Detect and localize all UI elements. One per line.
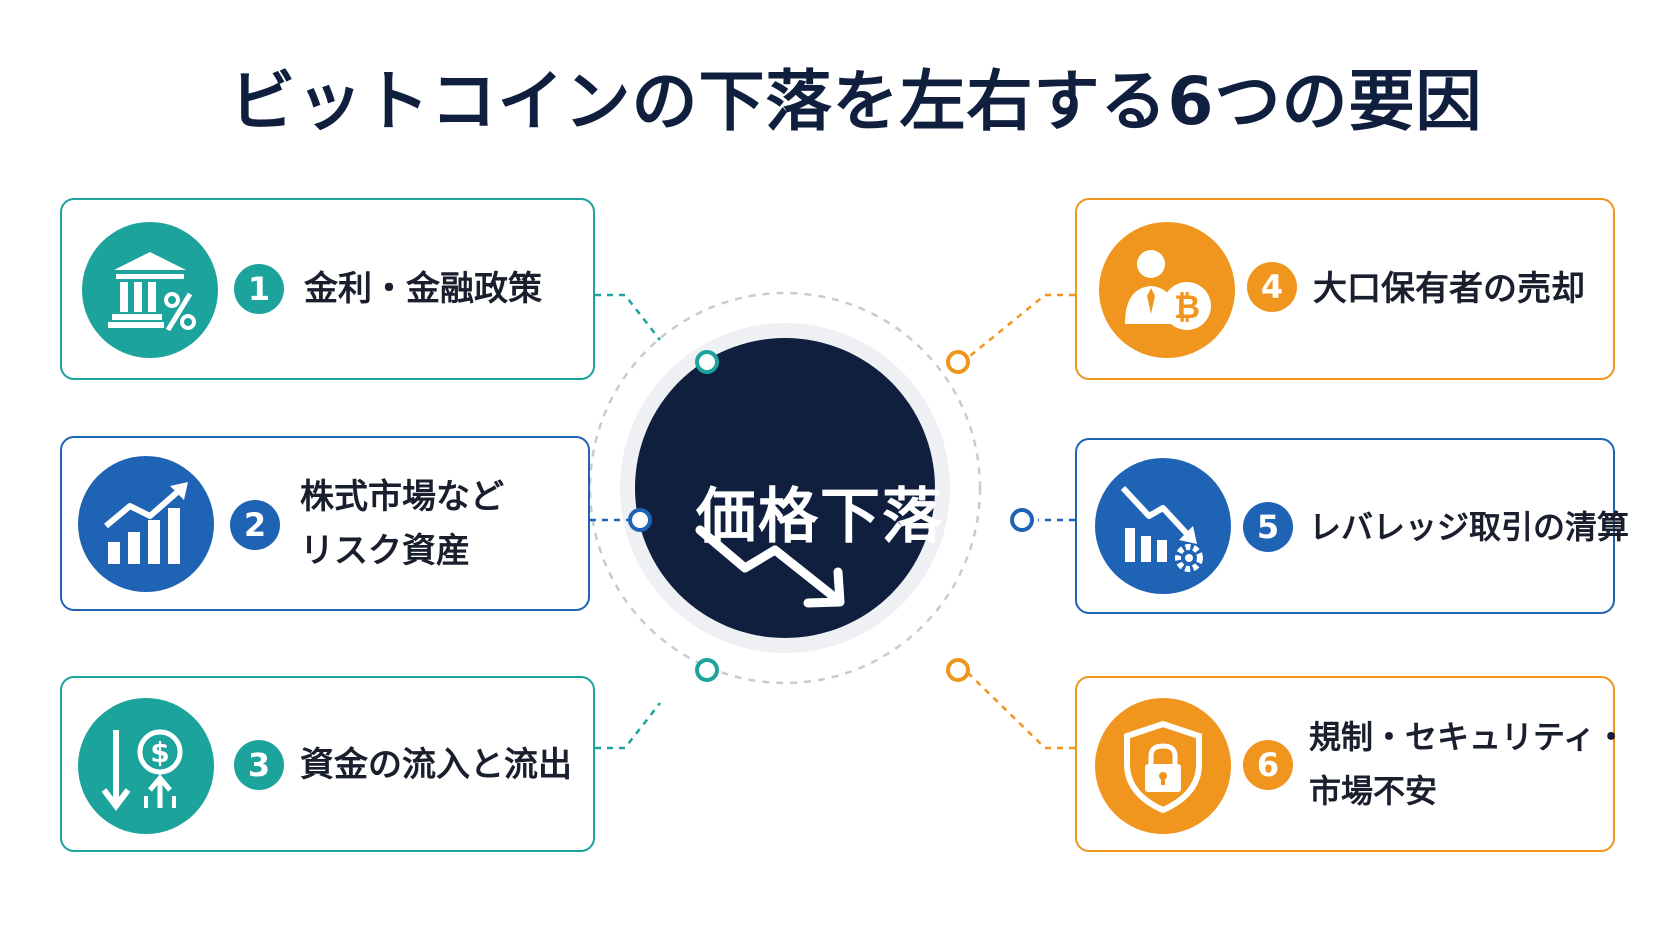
node-2 [628, 508, 652, 532]
factor-label-2-line-1: 株式市場など [300, 477, 504, 517]
factor-number-1: 1 [234, 264, 284, 314]
factor-number-2: 2 [230, 500, 280, 550]
node-1 [695, 350, 719, 374]
factor-number-5: 5 [1243, 502, 1293, 552]
factor-card-4: ₿ 4 大口保有者の売却 [1075, 198, 1615, 380]
node-5 [1010, 508, 1034, 532]
factor-label-1-line-1: 金利・金融政策 [304, 269, 542, 309]
center-circle [635, 338, 935, 638]
factor-card-6: 6 規制・セキュリティ・ 市場不安 [1075, 676, 1627, 852]
down-trend-arrow-icon [695, 525, 845, 608]
factor-card-2: 2 株式市場など リスク資産 [60, 436, 590, 611]
center-label: 価格下落 [696, 482, 944, 552]
connector-4 [964, 293, 1075, 361]
connector-1 [595, 293, 661, 341]
factor-label-5: レバレッジ取引の清算 [1309, 500, 1629, 554]
factor-card-1: 1 金利・金融政策 [60, 198, 595, 380]
connector-6 [964, 669, 1075, 750]
factor-label-6-line-1: 規制・セキュリティ・ [1309, 718, 1628, 756]
shield-lock-icon [1095, 698, 1231, 834]
money-flow-icon: $ [78, 698, 214, 834]
node-6 [946, 658, 970, 682]
page-title: ビットコインの下落を左右する6つの要因 [229, 63, 1483, 140]
declining-chart-gear-icon [1095, 458, 1231, 594]
factor-label-2-line-2: リスク資産 [300, 531, 470, 571]
growth-chart-icon [78, 456, 214, 592]
factor-label-1: 金利・金融政策 [304, 262, 542, 316]
factor-label-4: 大口保有者の売却 [1313, 262, 1585, 316]
factor-card-5: 5 レバレッジ取引の清算 [1075, 438, 1629, 614]
factor-number-3: 3 [234, 740, 284, 790]
factor-label-6-line-2: 市場不安 [1309, 772, 1438, 810]
bank-percent-icon [82, 222, 218, 358]
svg-text:$: $ [150, 736, 169, 769]
factor-label-2: 株式市場など リスク資産 [300, 470, 504, 578]
factor-card-3: $ 3 資金の流入と流出 [60, 676, 595, 852]
outer-dashed-ring [588, 291, 982, 685]
factor-label-3-line-1: 資金の流入と流出 [300, 745, 572, 785]
factor-label-5-line-1: レバレッジ取引の清算 [1309, 508, 1630, 546]
factor-number-4: 4 [1247, 262, 1297, 312]
factor-label-3: 資金の流入と流出 [300, 738, 572, 792]
factor-label-6: 規制・セキュリティ・ 市場不安 [1309, 710, 1627, 818]
node-3 [695, 658, 719, 682]
whale-holder-bitcoin-icon: ₿ [1099, 222, 1235, 358]
connector-3 [595, 702, 661, 750]
factor-number-6: 6 [1243, 740, 1293, 790]
node-4 [946, 350, 970, 374]
factor-label-4-line-1: 大口保有者の売却 [1313, 269, 1585, 309]
svg-text:₿: ₿ [1174, 288, 1200, 326]
